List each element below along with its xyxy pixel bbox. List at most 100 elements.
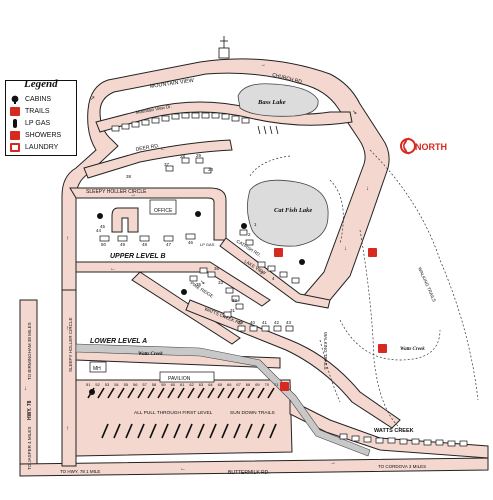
- label-mountain-view-dr: Mountain View Dr.: [135, 104, 172, 115]
- arrow-1: ↗: [90, 96, 95, 102]
- site-number: 68: [246, 382, 251, 387]
- site-number: 70: [265, 382, 270, 387]
- site-number: 63: [199, 382, 204, 387]
- site-number: 40: [250, 320, 256, 325]
- site-number: 35: [196, 282, 202, 287]
- road-mountain-view-dr: [95, 101, 353, 133]
- arrow-15: ↘: [200, 280, 205, 286]
- bridge-marks: [257, 125, 279, 135]
- site-number: 58: [152, 382, 157, 387]
- legend-item-laundry: LAUNDRY: [9, 143, 58, 152]
- site-number: 64: [208, 382, 213, 387]
- site-number: 67: [236, 382, 241, 387]
- site-number: 62: [189, 382, 194, 387]
- arrow-3: ↘: [352, 110, 357, 116]
- site-number: 46: [188, 240, 194, 245]
- mh-building: [89, 361, 107, 373]
- label-office: OFFICE: [154, 208, 173, 214]
- site-number: 43: [286, 320, 292, 325]
- arrow-12: →: [330, 460, 336, 466]
- road-catfish: [219, 237, 331, 309]
- cabin-icon: [97, 213, 103, 219]
- road-arrows: ↗ → ↘ ↓ ↓ ↑ ↑ ↑ ↓ ← ← → ← → ↘: [24, 62, 369, 472]
- road-sleepy-holler-vert: [61, 289, 77, 467]
- label-pavilion: PAVILION: [168, 376, 191, 382]
- cabin-icon: [195, 211, 201, 217]
- site-number: 2: [248, 232, 251, 237]
- label-watts-creek-1: Watts Creek: [138, 352, 163, 357]
- cabin-markers: [89, 211, 305, 395]
- legend-item-cabins: CABINS: [9, 95, 51, 104]
- legend: Legend CABINS TRAILS LP GAS SHOWERS: [5, 78, 77, 156]
- arrow-5: ↓: [344, 246, 347, 252]
- road-buttermilk: [19, 457, 489, 477]
- label-buttermilk-rd: BUTTERMILK RD.: [228, 470, 270, 476]
- lakes: [237, 83, 329, 247]
- label-to-cordova: TO CORDOVA 3 MILES: [378, 464, 426, 469]
- legend-label: LP GAS: [25, 120, 51, 127]
- site-number: 47: [166, 242, 172, 247]
- site-number: 49: [120, 242, 126, 247]
- arrow-14: →: [130, 192, 136, 198]
- label-cat-fish-lake: Cat Fish Lake: [274, 207, 312, 214]
- legend-item-lp-gas: LP GAS: [9, 119, 50, 128]
- arrow-9: ↓: [24, 386, 27, 392]
- trail-ring: [249, 155, 344, 245]
- site-number: 51: [86, 382, 91, 387]
- arrow-4: ↓: [366, 186, 369, 192]
- site-number: 55: [124, 382, 129, 387]
- site-number: 3: [260, 270, 263, 275]
- site-number: 1: [254, 222, 257, 227]
- creek-upper: [75, 343, 371, 457]
- site-number: 38: [126, 174, 132, 179]
- trails-icon: [378, 344, 387, 353]
- legend-label: SHOWERS: [25, 132, 62, 139]
- site-number: 4: [272, 276, 275, 281]
- site-number: 29: [196, 153, 202, 158]
- office-building: [149, 199, 177, 215]
- label-to-hwy78: TO HWY. 78 1 MILE: [60, 469, 100, 474]
- showers-icon: [9, 131, 21, 140]
- label-watts-creek-2: Watts Creek: [400, 347, 425, 352]
- site-number: 66: [227, 382, 232, 387]
- lp-gas-icon: [9, 119, 21, 128]
- label-sleepy-holler-circle-vert: SLEEPY HOLLER CIRCLE: [68, 318, 73, 372]
- showers-icon: [274, 248, 283, 257]
- arrow-8: ↑: [66, 426, 69, 432]
- site-number: 44: [96, 228, 102, 233]
- site-number: 31: [230, 308, 236, 313]
- site-number: 59: [161, 382, 166, 387]
- trail-loop: [339, 319, 441, 361]
- arrow-2: →: [260, 62, 266, 68]
- arrow-6: ↑: [66, 236, 69, 242]
- laundry-icon: [9, 143, 21, 152]
- cabin-icon: [181, 289, 187, 295]
- label-mh: MH: [93, 366, 101, 372]
- label-bass-lake: Bass Lake: [257, 99, 286, 106]
- trail-markers: [274, 248, 387, 391]
- site-number: 52: [95, 382, 100, 387]
- site-number: 42: [274, 320, 280, 325]
- legend-label: LAUNDRY: [25, 144, 59, 151]
- site-number: 45: [100, 224, 106, 229]
- road-sleepy-holler: [69, 187, 227, 241]
- label-walking-trails-1: WALKING TRAILS: [417, 266, 437, 302]
- site-number: 37: [164, 162, 170, 167]
- bass-lake: [237, 83, 319, 117]
- label-hwy-78: HWY. 78: [27, 400, 33, 420]
- arrow-7: ↑: [66, 326, 69, 332]
- legend-label: TRAILS: [25, 108, 50, 115]
- legend-item-trails: TRAILS: [9, 107, 50, 116]
- site-number: 56: [133, 382, 138, 387]
- site-number: 48: [142, 242, 148, 247]
- site-number: 28: [180, 154, 186, 159]
- label-all-pull-through: ALL PULL THROUGH FIRST LEVEL: [134, 410, 213, 416]
- trails-icon: [9, 107, 21, 116]
- catfish-lake: [247, 179, 329, 247]
- walking-trails: [249, 149, 479, 429]
- site-number: 57: [142, 382, 147, 387]
- label-to-birmingham: TO BIRMINGHAM 38 MILES: [27, 322, 32, 380]
- site-number: 34: [208, 167, 214, 172]
- site-number: 54: [114, 382, 119, 387]
